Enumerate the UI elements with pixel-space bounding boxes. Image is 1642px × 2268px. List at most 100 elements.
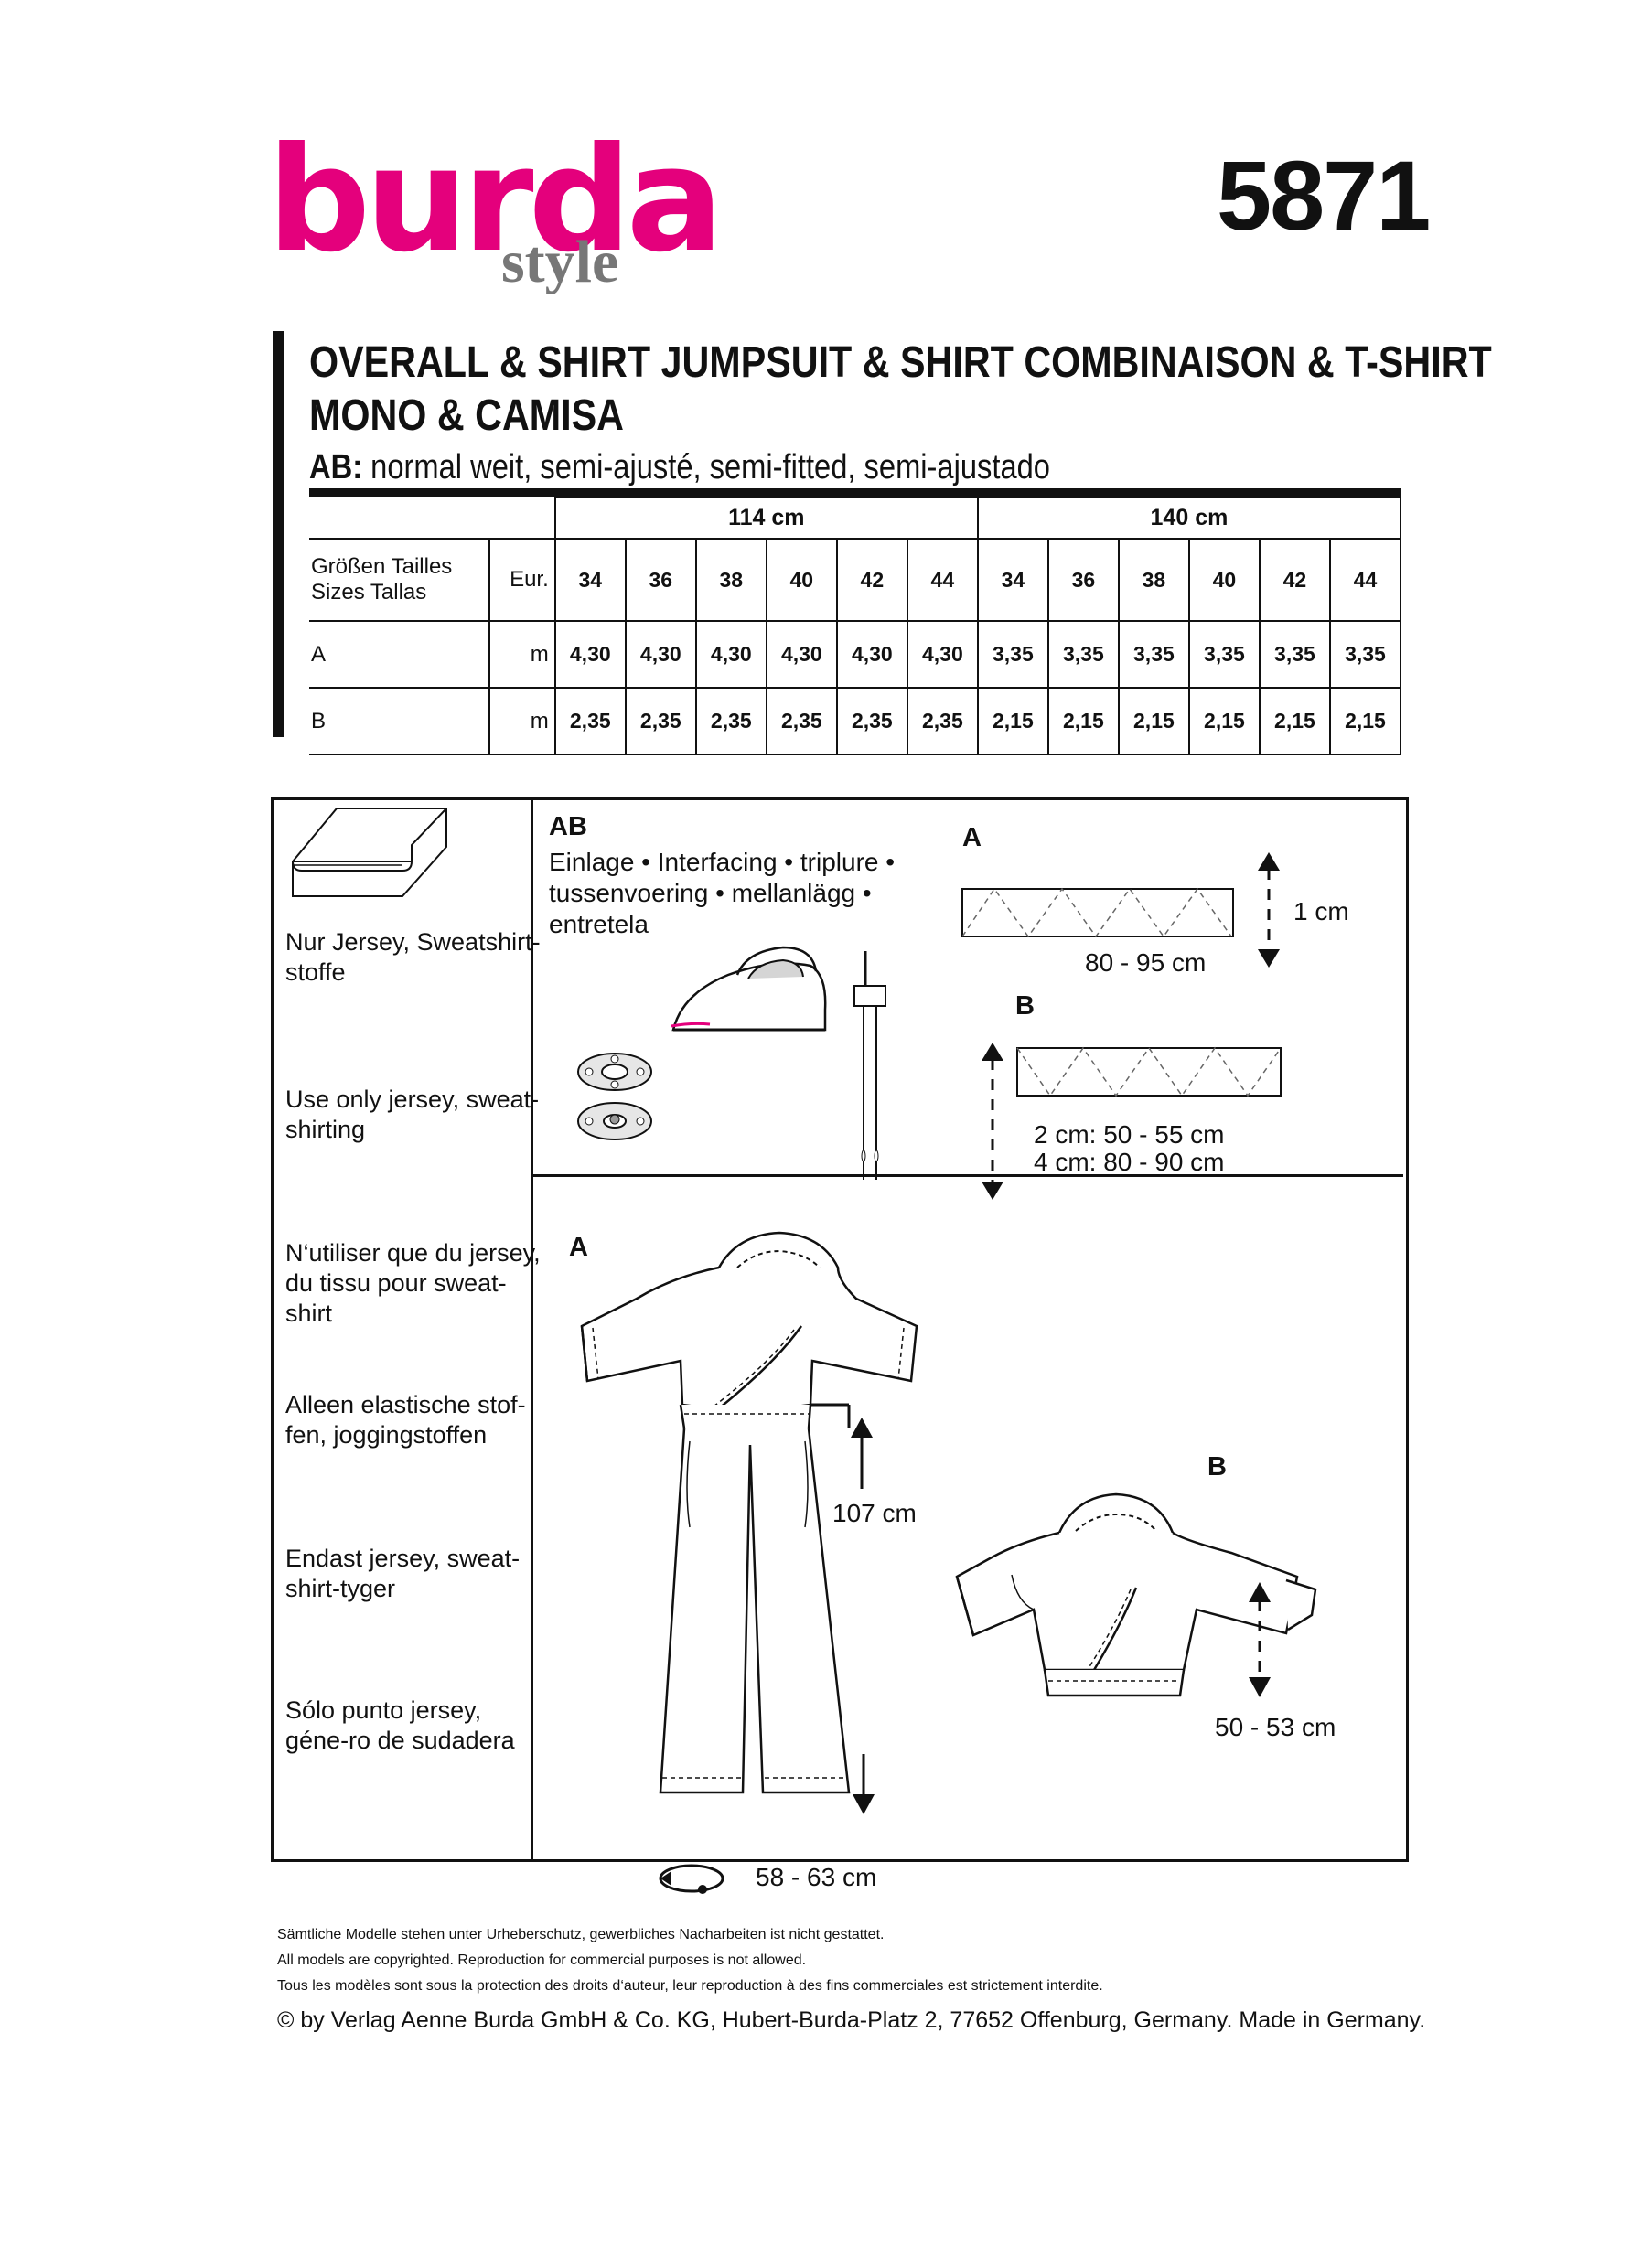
row-unit: m [488, 620, 556, 689]
size-114-1: 36 [624, 538, 697, 622]
jumpsuit-hem: 58 - 63 cm [756, 1863, 877, 1891]
notions-line-1: Einlage • Interfacing • triplure • [549, 848, 896, 876]
fit-description: AB: normal weit, semi-ajusté, semi-fitte… [309, 450, 1050, 485]
yardage-cell: 4,30 [835, 620, 908, 689]
strip-a-label: A [962, 823, 982, 852]
footer-copyright-fr: Tous les modèles sont sous la protection… [277, 1978, 1103, 1994]
twin-needle-icon [853, 951, 886, 1180]
panel-divider-vertical [531, 797, 533, 1859]
strip-a-length: 80 - 95 cm [1085, 948, 1207, 977]
jumpsuit-length-arrow-bottom [853, 1754, 875, 1814]
yardage-cell: 2,35 [906, 687, 979, 755]
yardage-cell: 4,30 [624, 620, 697, 689]
size-label: Größen Tailles Sizes Tallas [309, 538, 490, 622]
shirt-length: 50 - 53 cm [1215, 1713, 1336, 1741]
fabric-note-es: Sólo punto jersey, géne-ro de sudadera [285, 1696, 515, 1754]
yardage-cell: 3,35 [1258, 620, 1331, 689]
yardage-cell: 2,35 [624, 687, 697, 755]
fabric-note-sv: Endast jersey, sweat-shirt-tyger [285, 1545, 521, 1602]
fabric-note-de: Nur Jersey, Sweatshirt-stoffe [285, 928, 541, 986]
title-line-2: MONO & CAMISA [309, 391, 624, 440]
eur-label: Eur. [488, 538, 556, 622]
fit-text: normal weit, semi-ajusté, semi-fitted, s… [362, 448, 1050, 487]
fabric-table: 114 cm 140 cm Größen Tailles Sizes Talla… [309, 497, 1402, 755]
row-view-label: A [309, 620, 490, 689]
shirt-length-arrow [1249, 1582, 1271, 1697]
yardage-cell: 4,30 [765, 620, 838, 689]
yardage-cell: 2,15 [1328, 687, 1402, 755]
brand-logo: burda [267, 116, 724, 284]
size-140-0: 34 [976, 538, 1049, 622]
size-140-3: 40 [1187, 538, 1261, 622]
yardage-cell: 4,30 [694, 620, 767, 689]
size-140-5: 44 [1328, 538, 1402, 622]
title-line-1: OVERALL & SHIRT JUMPSUIT & SHIRT COMBINA… [309, 338, 1492, 387]
size-114-3: 40 [765, 538, 838, 622]
size-114-0: 34 [553, 538, 627, 622]
yardage-cell: 2,15 [1117, 687, 1190, 755]
yardage-cell: 2,15 [1258, 687, 1331, 755]
hem-circumference-icon [659, 1864, 724, 1894]
yardage-cell: 3,35 [976, 620, 1049, 689]
size-114-5: 44 [906, 538, 979, 622]
table-top-rule [309, 488, 1401, 497]
yardage-cell: 2,35 [765, 687, 838, 755]
size-140-1: 36 [1046, 538, 1120, 622]
notions-line-3: entretela [549, 910, 649, 938]
yardage-cell: 2,15 [976, 687, 1049, 755]
size-140-2: 38 [1117, 538, 1190, 622]
row-view-label: B [309, 687, 490, 755]
width-header-114: 114 cm [553, 497, 979, 540]
title-side-bar [273, 331, 284, 737]
row-unit: m [488, 687, 556, 755]
panel-divider-horizontal [531, 1174, 1403, 1177]
size-140-4: 42 [1258, 538, 1331, 622]
yardage-cell: 3,35 [1117, 620, 1190, 689]
strip-b-arrow [982, 1043, 1003, 1200]
notions-label: AB [549, 812, 587, 841]
width-header-140: 140 cm [976, 497, 1402, 540]
strip-b-label: B [1015, 991, 1035, 1021]
yardage-cell: 2,35 [835, 687, 908, 755]
size-114-2: 38 [694, 538, 767, 622]
footer-copyright: © by Verlag Aenne Burda GmbH & Co. KG, H… [277, 2007, 1426, 2033]
view-a-label: A [569, 1233, 588, 1262]
interfacing-strip-b [1016, 1046, 1282, 1097]
fabric-note-fr: N‘utiliser que du jersey, du tissu pour … [285, 1239, 541, 1327]
fit-code: AB: [309, 448, 363, 487]
fabric-bolt-icon [292, 808, 447, 897]
table-corner [309, 497, 556, 540]
size-label-line-1: Größen Tailles [311, 554, 453, 579]
fabric-note-nl: Alleen elastische stof-fen, joggingstoff… [285, 1391, 526, 1449]
yardage-cell: 3,35 [1187, 620, 1261, 689]
view-b-label: B [1207, 1452, 1227, 1482]
jumpsuit-length: 107 cm [832, 1499, 917, 1527]
iron-icon [671, 946, 827, 1032]
size-label-line-2: Sizes Tallas [311, 580, 427, 604]
size-114-4: 42 [835, 538, 908, 622]
interfacing-strip-a [961, 887, 1234, 938]
brand-logo-sub: style [501, 229, 619, 295]
strip-b-line-2: 4 cm: 80 - 90 cm [1034, 1148, 1225, 1176]
jumpsuit-length-arrow-top [810, 1403, 873, 1489]
shirt-illustration [955, 1492, 1317, 1697]
strip-b-line-1: 2 cm: 50 - 55 cm [1034, 1120, 1225, 1149]
yardage-cell: 4,30 [553, 620, 627, 689]
footer-copyright-de: Sämtliche Modelle stehen unter Urhebersc… [277, 1927, 885, 1942]
yardage-cell: 3,35 [1328, 620, 1402, 689]
yardage-cell: 3,35 [1046, 620, 1120, 689]
yardage-cell: 4,30 [906, 620, 979, 689]
yardage-cell: 2,15 [1046, 687, 1120, 755]
pattern-number: 5871 [1217, 140, 1431, 251]
yardage-cell: 2,35 [694, 687, 767, 755]
snap-fasteners-icon [577, 1053, 652, 1140]
yardage-cell: 2,15 [1187, 687, 1261, 755]
fabric-note-en: Use only jersey, sweat-shirting [285, 1086, 540, 1143]
strip-a-width: 1 cm [1293, 897, 1349, 925]
notions-line-2: tussenvoering • mellanlägg • [549, 879, 872, 907]
strip-a-width-arrow [1258, 852, 1280, 968]
jumpsuit-illustration [580, 1231, 918, 1794]
footer-copyright-en: All models are copyrighted. Reproduction… [277, 1952, 807, 1968]
